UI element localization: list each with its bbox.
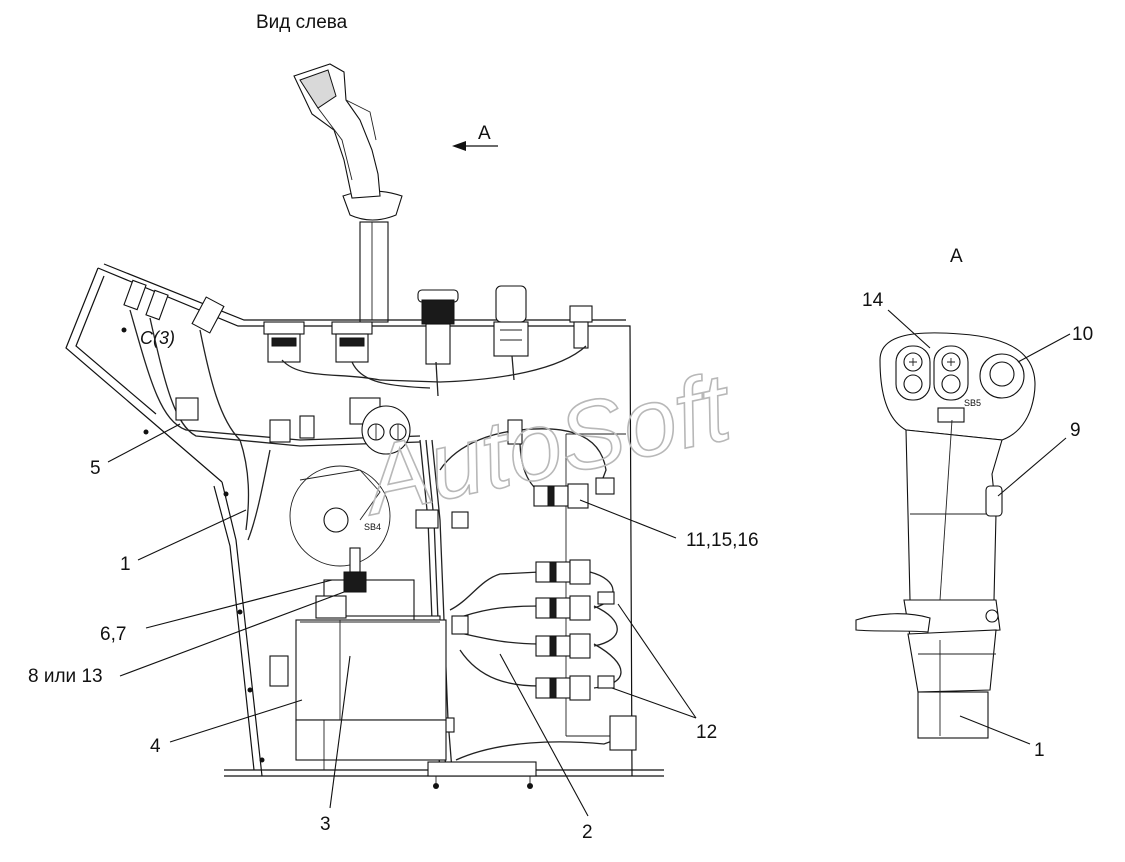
section-mark: С(3) xyxy=(140,328,175,348)
callout-1-left: 1 xyxy=(120,554,131,575)
relay-block xyxy=(315,547,415,619)
callout-8-or-13: 8 или 13 xyxy=(28,666,103,687)
callout-5: 5 xyxy=(90,458,101,479)
connectors-column xyxy=(533,477,637,751)
callout-12: 12 xyxy=(696,722,717,743)
callout-6-7: 6,7 xyxy=(100,624,126,645)
right-callouts: 14 10 9 1 xyxy=(862,290,1093,761)
callout-10: 10 xyxy=(1072,324,1093,345)
callout-3: 3 xyxy=(320,814,331,835)
view-a-title: А xyxy=(950,246,963,267)
callout-9: 9 xyxy=(1070,420,1081,441)
switch-sb4: SB4 xyxy=(289,405,411,567)
sb5-label: SB5 xyxy=(964,398,981,408)
view-direction-arrow: А xyxy=(452,123,498,151)
sb4-label: SB4 xyxy=(364,522,381,532)
cable-gland xyxy=(427,761,537,789)
view-arrow-label: А xyxy=(478,123,491,144)
callout-2: 2 xyxy=(582,822,593,843)
callout-4: 4 xyxy=(150,736,161,757)
callout-1-right: 1 xyxy=(1034,740,1045,761)
left-view-title: Вид слева xyxy=(256,12,348,33)
top-panel-components: С(3) xyxy=(123,279,593,365)
joystick-handle-view-a: SB5 xyxy=(855,332,1036,739)
left-callouts: 5 1 6,7 8 или 13 4 3 2 11,15,16 12 xyxy=(28,423,759,843)
joystick-lever xyxy=(293,63,403,323)
callout-11-15-16: 11,15,16 xyxy=(686,530,759,551)
housing-box xyxy=(269,619,447,770)
callout-14: 14 xyxy=(862,290,884,311)
